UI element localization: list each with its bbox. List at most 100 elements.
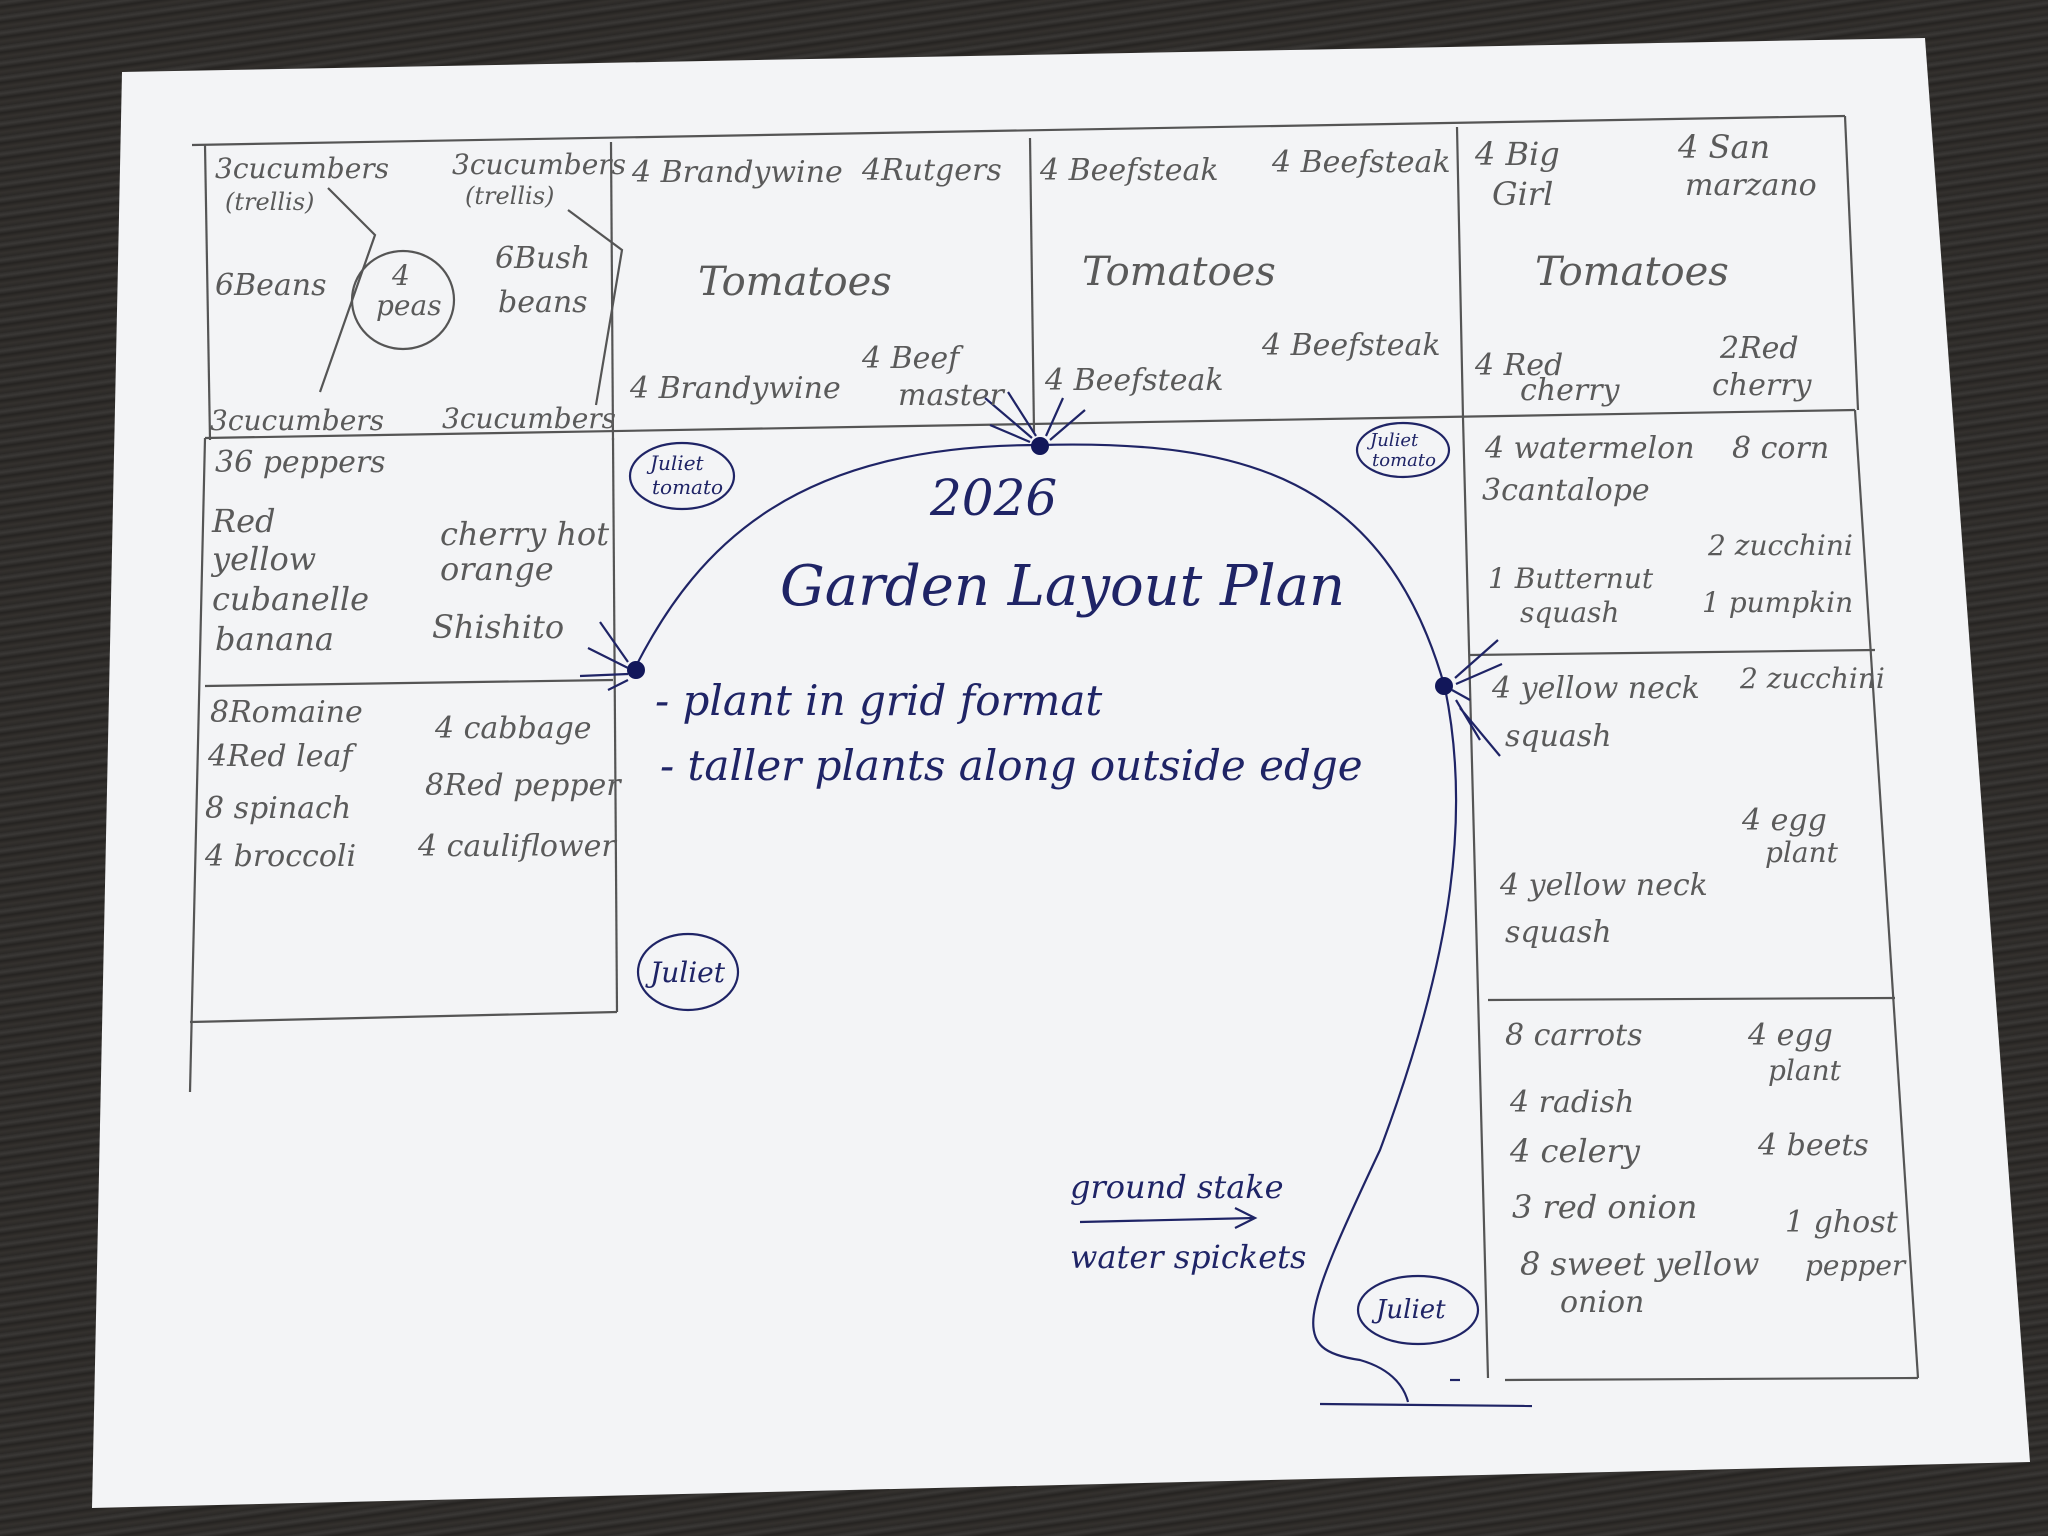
- svg-text:pepper: pepper: [1805, 1249, 1907, 1282]
- svg-text:Girl: Girl: [1492, 175, 1553, 213]
- svg-text:4Red leaf: 4Red leaf: [207, 739, 357, 774]
- svg-text:1 pumpkin: 1 pumpkin: [1702, 586, 1853, 619]
- paper-sheet: [92, 38, 2030, 1508]
- bed-grid-lines: [188, 114, 1920, 1382]
- juliet-tomato-right: Juliet tomato: [1355, 421, 1451, 479]
- svg-text:Juliet: Juliet: [645, 956, 726, 989]
- svg-text:4: 4: [391, 259, 410, 292]
- svg-text:1 ghost: 1 ghost: [1785, 1205, 1899, 1240]
- tomato-bed-1: 4 Brandywine 4Rutgers Tomatoes 4 Brandyw…: [629, 153, 1006, 413]
- svg-text:Juliet: Juliet: [1371, 1295, 1446, 1325]
- svg-text:peas: peas: [376, 289, 442, 322]
- svg-text:4 radish: 4 radish: [1509, 1085, 1634, 1120]
- cucumber-bed: 3cucumbers (trellis) 3cucumbers (trellis…: [210, 148, 626, 437]
- svg-text:4 watermelon: 4 watermelon: [1484, 431, 1695, 466]
- svg-text:Juliet: Juliet: [1366, 430, 1419, 451]
- svg-text:4 San: 4 San: [1677, 128, 1770, 166]
- svg-text:4 celery: 4 celery: [1509, 1132, 1641, 1170]
- plan-title: Garden Layout Plan: [780, 554, 1345, 619]
- pepper-bed: 36 peppers Red yellow cubanelle banana c…: [210, 445, 609, 658]
- svg-text:3cucumbers: 3cucumbers: [452, 148, 626, 181]
- svg-text:cherry: cherry: [1712, 368, 1813, 403]
- ground-stakes: [579, 391, 1503, 757]
- svg-text:4 Beefsteak: 4 Beefsteak: [1271, 145, 1451, 180]
- svg-text:8 sweet yellow: 8 sweet yellow: [1520, 1245, 1759, 1283]
- svg-text:8 spinach: 8 spinach: [205, 791, 351, 826]
- legend-water-spickets: water spickets: [1070, 1238, 1306, 1276]
- svg-text:cherry: cherry: [1520, 373, 1621, 408]
- juliet-tomato-left: Juliet tomato: [628, 441, 736, 511]
- svg-text:yellow: yellow: [210, 540, 316, 578]
- svg-text:cubanelle: cubanelle: [212, 580, 369, 618]
- svg-text:8 carrots: 8 carrots: [1505, 1018, 1643, 1053]
- svg-text:4 egg: 4 egg: [1747, 1018, 1833, 1053]
- squash-bed: 4 yellow neck squash 2 zucchini 4 egg pl…: [1491, 662, 1885, 950]
- svg-text:6Beans: 6Beans: [215, 268, 327, 303]
- svg-text:tomato: tomato: [652, 475, 723, 499]
- note-grid: - plant in grid format: [655, 676, 1102, 725]
- svg-text:master: master: [898, 378, 1006, 413]
- svg-text:3 red onion: 3 red onion: [1512, 1188, 1697, 1226]
- svg-text:Tomatoes: Tomatoes: [698, 259, 892, 305]
- melon-bed: 4 watermelon 3cantalope 8 corn 1 Buttern…: [1482, 431, 1853, 629]
- ground-stake-left: [627, 661, 645, 679]
- root-bed: 8 carrots 4 radish 4 celery 3 red onion …: [1505, 1018, 1907, 1320]
- svg-text:4 Beefsteak: 4 Beefsteak: [1044, 363, 1224, 398]
- svg-text:4 cauliflower: 4 cauliflower: [417, 829, 617, 864]
- svg-text:squash: squash: [1505, 719, 1612, 754]
- svg-text:4 Big: 4 Big: [1474, 135, 1560, 173]
- svg-text:2Red: 2Red: [1719, 331, 1799, 366]
- plan-year: 2026: [929, 469, 1057, 527]
- svg-text:3cucumbers: 3cucumbers: [442, 402, 616, 435]
- svg-text:Tomatoes: Tomatoes: [1082, 249, 1276, 295]
- svg-text:3cantalope: 3cantalope: [1482, 473, 1650, 508]
- juliet-left-mid: Juliet: [636, 932, 740, 1012]
- svg-text:banana: banana: [215, 620, 334, 658]
- svg-text:Shishito: Shishito: [432, 608, 564, 646]
- svg-text:Red: Red: [211, 502, 276, 540]
- svg-text:4 Beef: 4 Beef: [861, 341, 964, 376]
- svg-text:Juliet: Juliet: [646, 451, 705, 475]
- svg-text:plant: plant: [1765, 836, 1839, 869]
- svg-text:(trellis): (trellis): [225, 188, 314, 216]
- svg-text:4Rutgers: 4Rutgers: [861, 153, 1002, 188]
- svg-text:4 Beefsteak: 4 Beefsteak: [1261, 328, 1441, 363]
- irrigation-line: [634, 443, 1533, 1408]
- svg-text:8Romaine: 8Romaine: [210, 695, 363, 730]
- svg-text:8 corn: 8 corn: [1732, 431, 1829, 466]
- svg-text:36 peppers: 36 peppers: [215, 445, 386, 480]
- ground-stake-top: [1031, 437, 1049, 455]
- svg-text:cherry hot: cherry hot: [440, 515, 609, 553]
- svg-text:6Bush: 6Bush: [495, 241, 590, 276]
- svg-text:2 zucchini: 2 zucchini: [1707, 529, 1853, 562]
- svg-text:beans: beans: [498, 285, 588, 320]
- svg-text:4 broccoli: 4 broccoli: [204, 839, 356, 874]
- svg-text:squash: squash: [1505, 915, 1612, 950]
- svg-text:4 yellow neck: 4 yellow neck: [1491, 671, 1700, 706]
- svg-text:plant: plant: [1768, 1054, 1842, 1087]
- svg-text:4 egg: 4 egg: [1741, 803, 1827, 838]
- svg-text:marzano: marzano: [1685, 168, 1817, 203]
- svg-text:Tomatoes: Tomatoes: [1535, 249, 1729, 295]
- svg-text:4 Brandywine: 4 Brandywine: [631, 155, 843, 190]
- svg-text:1 Butternut: 1 Butternut: [1488, 562, 1654, 595]
- svg-text:squash: squash: [1520, 596, 1619, 629]
- tomato-bed-2: 4 Beefsteak 4 Beefsteak Tomatoes 4 Beefs…: [1039, 145, 1451, 398]
- svg-text:tomato: tomato: [1372, 450, 1436, 471]
- note-tall-plants: - taller plants along outside edge: [660, 741, 1363, 790]
- svg-text:(trellis): (trellis): [465, 182, 554, 210]
- svg-text:onion: onion: [1560, 1285, 1644, 1320]
- svg-text:orange: orange: [440, 550, 554, 588]
- svg-text:3cucumbers: 3cucumbers: [210, 404, 384, 437]
- svg-text:3cucumbers: 3cucumbers: [215, 152, 389, 185]
- svg-text:4 Brandywine: 4 Brandywine: [629, 371, 841, 406]
- legend-ground-stake: ground stake: [1070, 1168, 1284, 1206]
- svg-text:4 beets: 4 beets: [1757, 1128, 1869, 1163]
- juliet-bottom: Juliet: [1356, 1274, 1480, 1346]
- legend-arrow-icon: [1079, 1207, 1258, 1229]
- svg-text:4 yellow neck: 4 yellow neck: [1499, 868, 1708, 903]
- greens-bed: 8Romaine 4Red leaf 8 spinach 4 broccoli …: [204, 695, 622, 874]
- ground-stake-right: [1435, 677, 1453, 695]
- svg-text:4 Beefsteak: 4 Beefsteak: [1039, 153, 1219, 188]
